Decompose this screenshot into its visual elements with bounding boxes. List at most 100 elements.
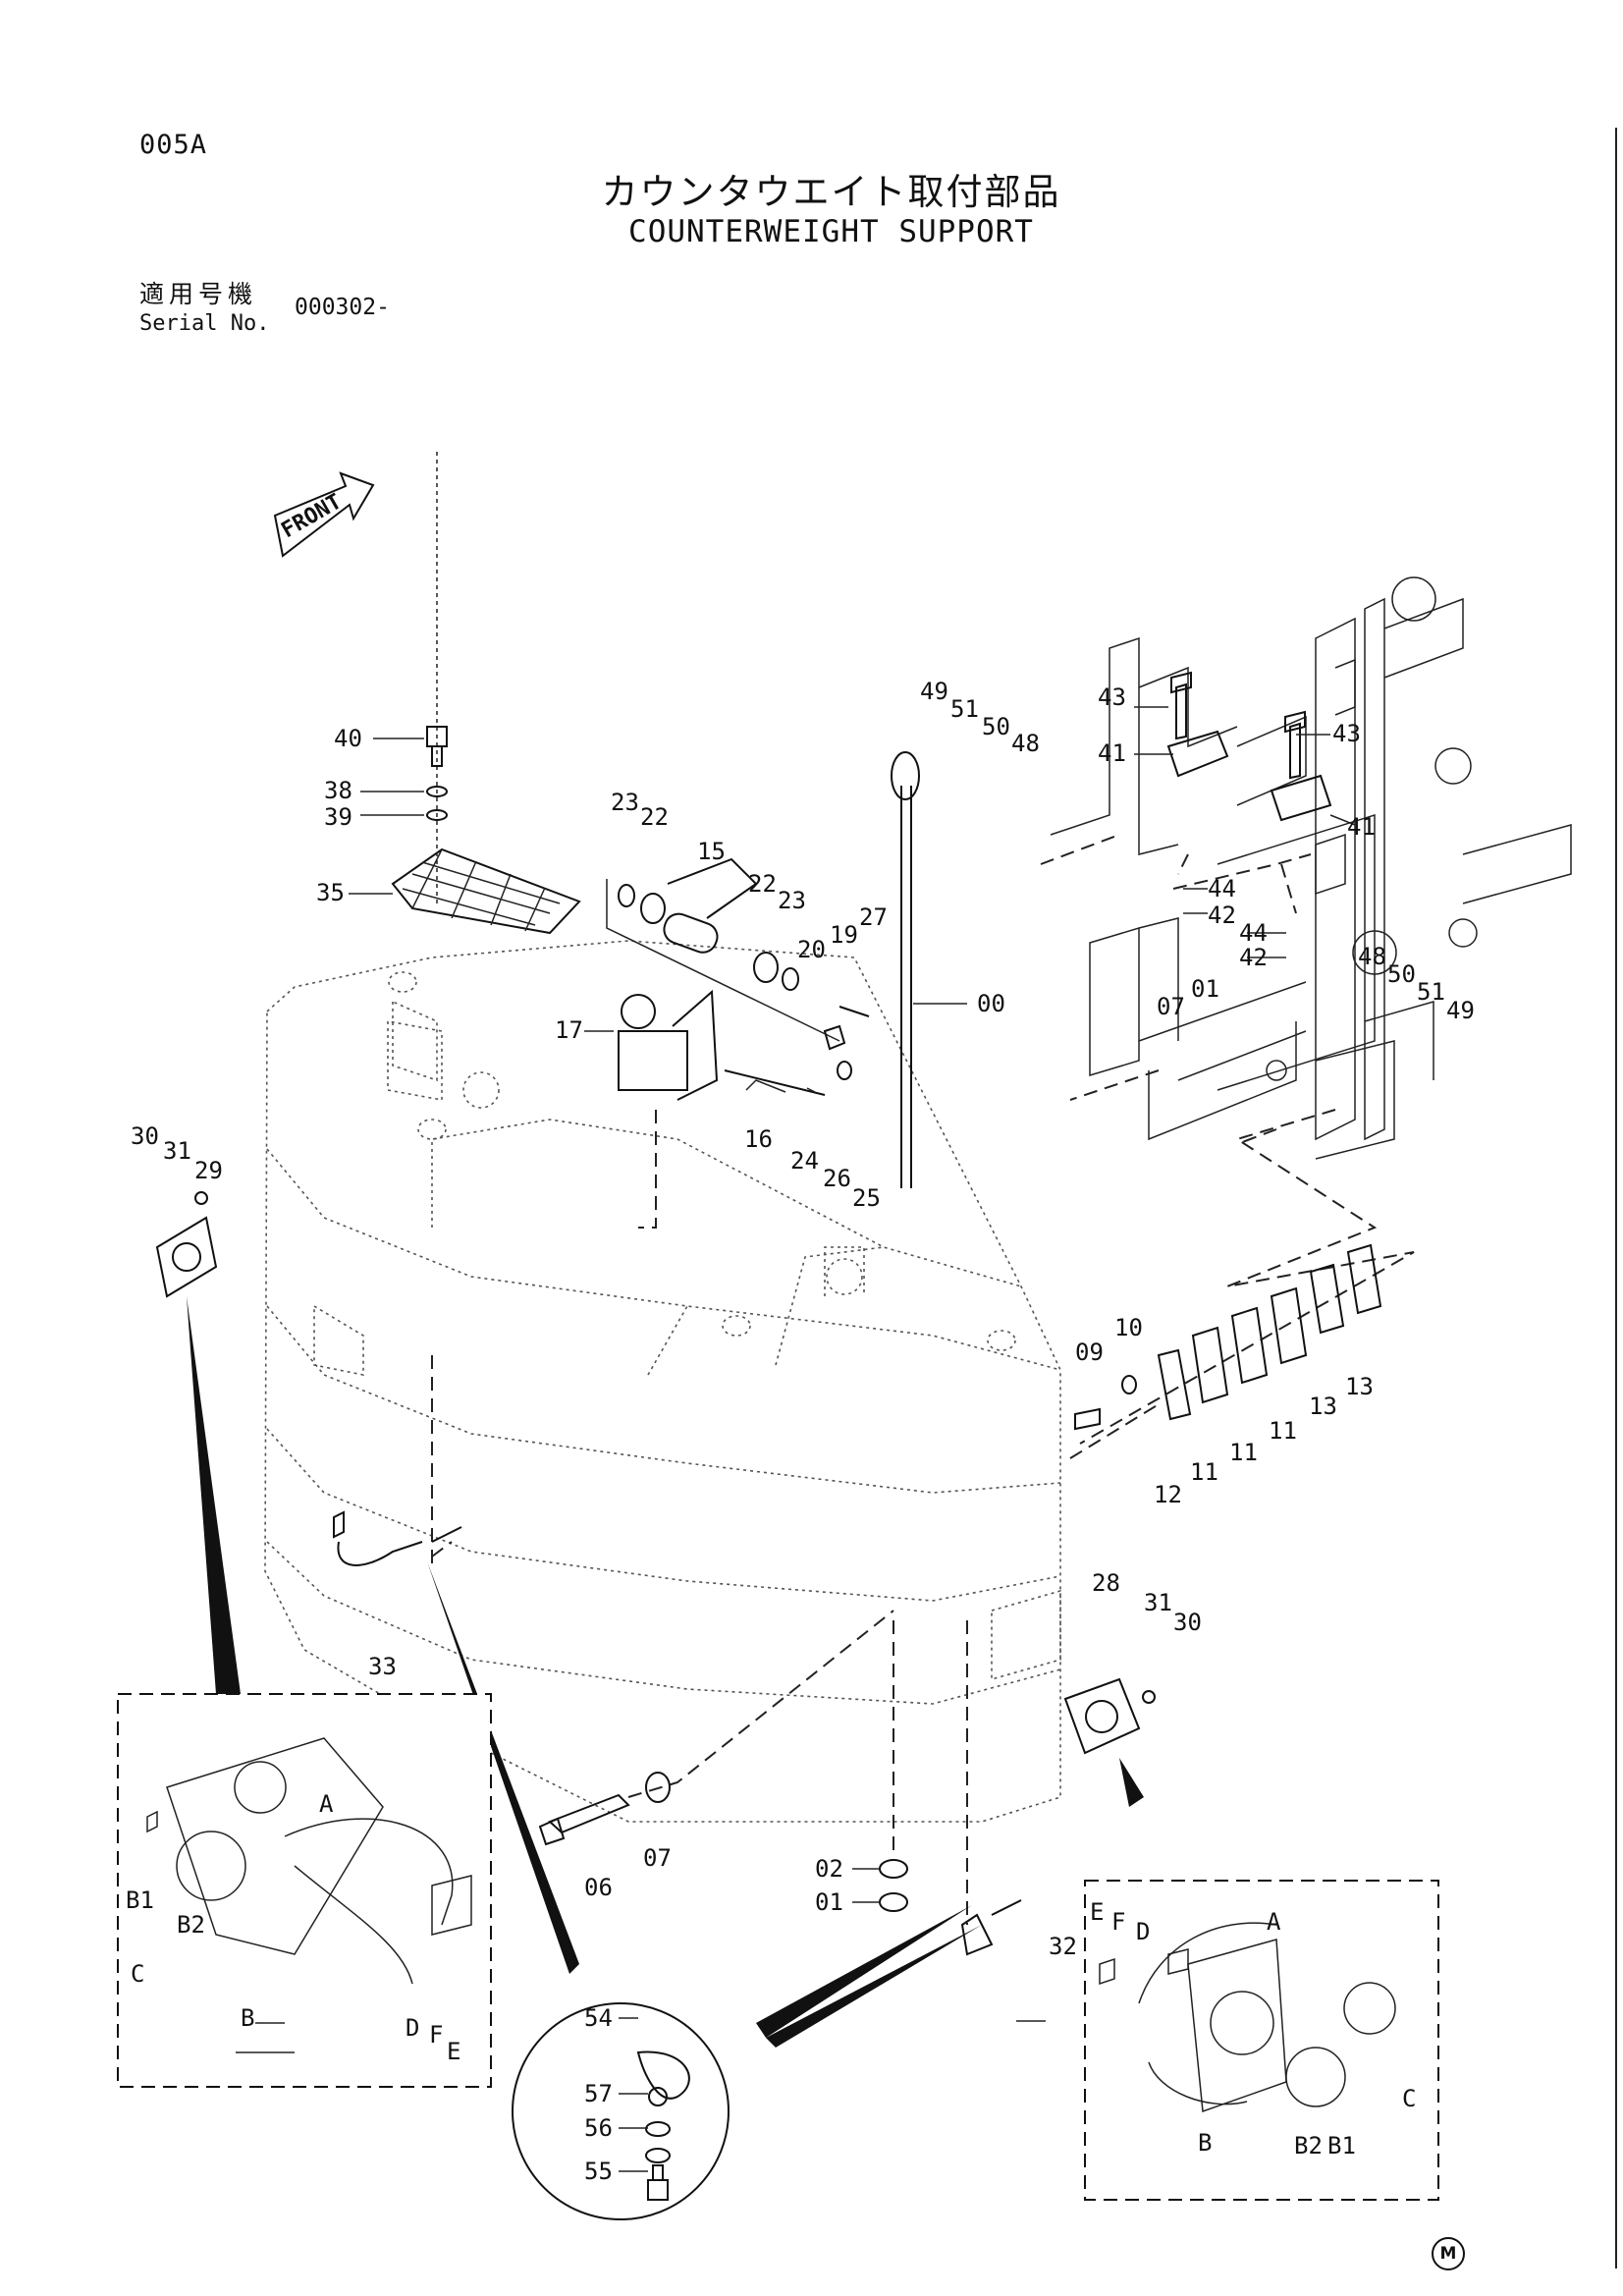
- callout-31: 31: [1144, 1589, 1172, 1616]
- callout-30: 30: [131, 1122, 159, 1150]
- callout-41: 41: [1347, 813, 1376, 841]
- counterweight-body: [264, 940, 1061, 1823]
- detail-label-e: E: [447, 2038, 460, 2065]
- lower-fasteners: [333, 1355, 1022, 1956]
- callout-32: 32: [1049, 1933, 1077, 1960]
- hitch-assembly: [606, 751, 920, 1229]
- callout-39: 39: [324, 803, 352, 831]
- detail-circle-parts: [636, 2050, 690, 2201]
- detail-label-b: B: [1198, 2129, 1212, 2157]
- callout-48: 48: [1011, 730, 1040, 757]
- callout-20: 20: [797, 936, 826, 963]
- callout-16: 16: [744, 1125, 773, 1153]
- callout-07: 07: [1157, 993, 1185, 1020]
- callout-09: 09: [1075, 1339, 1104, 1366]
- callout-22: 22: [748, 870, 777, 898]
- callout-leaders: [349, 706, 1356, 2172]
- callout-55: 55: [584, 2158, 613, 2185]
- callout-43: 43: [1332, 720, 1361, 747]
- callout-01: 01: [815, 1888, 843, 1916]
- detail-right-labels: E F D A C B B2 B1: [1090, 1898, 1416, 2159]
- leader-wedges: [187, 1296, 1144, 2048]
- front-arrow-icon: FRONT: [273, 471, 375, 558]
- page-title-japanese: カウンタウエイト取付部品: [601, 171, 1061, 213]
- callout-01: 01: [1191, 975, 1219, 1003]
- corner-mark: M: [1432, 2237, 1465, 2270]
- detail-right-drawing: [1099, 1922, 1396, 2113]
- detail-label-d: D: [1136, 1918, 1150, 1945]
- callout-38: 38: [324, 777, 352, 804]
- callout-24: 24: [790, 1147, 819, 1175]
- callout-02: 02: [815, 1855, 843, 1883]
- serial-label-japanese: 適用号機: [139, 280, 258, 308]
- detail-label-b: B: [241, 2004, 254, 2032]
- callout-31: 31: [163, 1137, 191, 1165]
- callout-49: 49: [1446, 997, 1475, 1024]
- callout-30: 30: [1173, 1609, 1202, 1636]
- detail-box-right: [1084, 1880, 1439, 2201]
- callout-12: 12: [1154, 1481, 1182, 1508]
- detail-label-b1: B1: [126, 1886, 154, 1914]
- callout-10: 10: [1114, 1314, 1143, 1341]
- detail-circle: [512, 2002, 730, 2220]
- callout-49: 49: [920, 678, 948, 705]
- callout-42: 42: [1239, 944, 1268, 971]
- detail-label-f: F: [429, 2021, 443, 2049]
- callout-19: 19: [830, 921, 858, 949]
- detail-box-left: [117, 1693, 492, 2088]
- callout-07: 07: [643, 1844, 672, 1872]
- callout-17: 17: [555, 1016, 583, 1044]
- callout-06: 06: [584, 1874, 613, 1901]
- callout-43: 43: [1098, 683, 1126, 711]
- detail-label-d: D: [406, 2014, 419, 2042]
- detail-label-e: E: [1090, 1898, 1104, 1926]
- callout-48: 48: [1358, 943, 1386, 970]
- callout-56: 56: [584, 2114, 613, 2142]
- callout-35: 35: [316, 879, 345, 906]
- callout-41: 41: [1098, 739, 1126, 767]
- callout-51: 51: [1417, 978, 1445, 1006]
- callout-28: 28: [1092, 1569, 1120, 1597]
- detail-label-c: C: [131, 1960, 144, 1988]
- step-plate: [391, 452, 581, 1082]
- callout-54: 54: [584, 2004, 613, 2032]
- detail-label-a: A: [1267, 1908, 1281, 1936]
- callout-00: 00: [977, 990, 1005, 1017]
- detail-label-a: A: [319, 1790, 334, 1818]
- callout-13: 13: [1345, 1373, 1374, 1400]
- machine-frame: [1040, 576, 1572, 1445]
- shims: [1069, 1243, 1382, 1459]
- page-code: 005A: [139, 130, 208, 160]
- serial-number: 000302-: [295, 295, 390, 320]
- callout-11: 11: [1190, 1458, 1218, 1486]
- callout-27: 27: [859, 903, 888, 931]
- callout-22: 22: [640, 803, 669, 831]
- callout-labels: 40 38 39 35 23 22 15 22 23 20 19 27 17 1…: [131, 678, 1475, 2185]
- callout-29: 29: [194, 1157, 223, 1184]
- callout-26: 26: [823, 1165, 851, 1192]
- detail-left-drawing: [146, 1737, 472, 2053]
- callout-44: 44: [1239, 919, 1268, 947]
- lamp-housings: [155, 1191, 1156, 1755]
- page-title: COUNTERWEIGHT SUPPORT: [628, 214, 1034, 249]
- callout-50: 50: [1387, 960, 1416, 988]
- callout-57: 57: [584, 2080, 613, 2107]
- detail-label-b2: B2: [1294, 2132, 1323, 2159]
- detail-left-labels: A B1 B2 C B D F E: [126, 1790, 460, 2065]
- callout-11: 11: [1269, 1417, 1297, 1445]
- page-edge-rule: [1615, 128, 1617, 2269]
- callout-11: 11: [1229, 1439, 1258, 1466]
- brackets: [1166, 671, 1332, 822]
- callout-23: 23: [778, 887, 806, 914]
- detail-label-b1: B1: [1327, 2132, 1356, 2159]
- callout-15: 15: [697, 838, 726, 865]
- callout-33: 33: [368, 1653, 397, 1680]
- detail-label-b2: B2: [177, 1911, 205, 1939]
- callout-25: 25: [852, 1184, 881, 1212]
- front-label: FRONT: [278, 489, 347, 543]
- serial-label: Serial No.: [139, 311, 270, 336]
- detail-label-f: F: [1111, 1908, 1125, 1936]
- callout-42: 42: [1208, 902, 1236, 929]
- callout-13: 13: [1309, 1393, 1337, 1420]
